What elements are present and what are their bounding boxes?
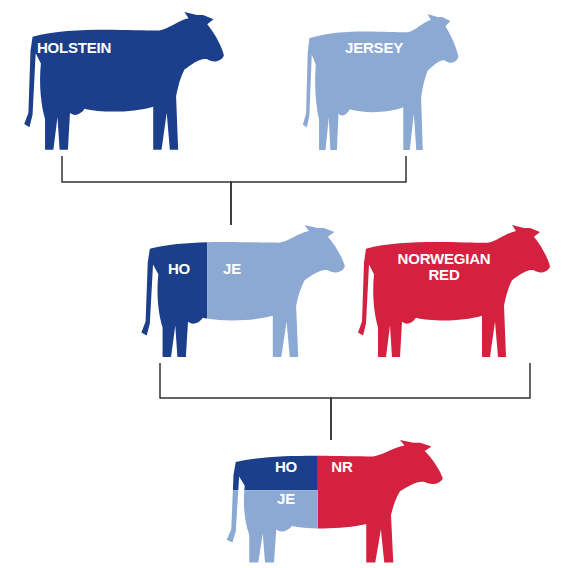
cow-fill bbox=[207, 225, 345, 357]
cow-shape bbox=[18, 12, 226, 156]
cow-silhouette: JERSEY bbox=[298, 14, 460, 156]
cow-fill bbox=[227, 440, 318, 490]
breed-label: HO bbox=[275, 459, 297, 475]
cow-shape bbox=[352, 225, 552, 363]
breed-label: HOLSTEIN bbox=[37, 40, 111, 56]
breed-label: HO bbox=[168, 261, 190, 277]
cross-bracket bbox=[160, 363, 331, 440]
cross-bracket bbox=[62, 156, 231, 225]
cow-fill bbox=[24, 12, 224, 150]
cow-silhouette: HOLSTEIN bbox=[18, 12, 226, 156]
cow-fill bbox=[358, 225, 550, 357]
cross-bracket bbox=[231, 156, 406, 225]
cow-silhouette: HO JE NR bbox=[220, 440, 445, 568]
cow-fill bbox=[318, 440, 443, 563]
cow-silhouette: HO JE bbox=[135, 225, 347, 363]
breed-label: NR bbox=[331, 459, 352, 475]
cow-fill bbox=[227, 490, 318, 562]
cow-fill bbox=[303, 14, 459, 150]
breed-label: JE bbox=[223, 261, 241, 277]
breed-label: JERSEY bbox=[345, 40, 403, 56]
cow-fill bbox=[141, 225, 207, 357]
cow-silhouette: NORWEGIAN RED bbox=[352, 225, 552, 363]
cow-shape bbox=[298, 14, 460, 156]
breed-label: JE bbox=[277, 491, 295, 507]
cow-shape bbox=[135, 225, 347, 363]
breed-label: NORWEGIAN RED bbox=[389, 251, 499, 283]
cross-bracket bbox=[331, 363, 530, 440]
